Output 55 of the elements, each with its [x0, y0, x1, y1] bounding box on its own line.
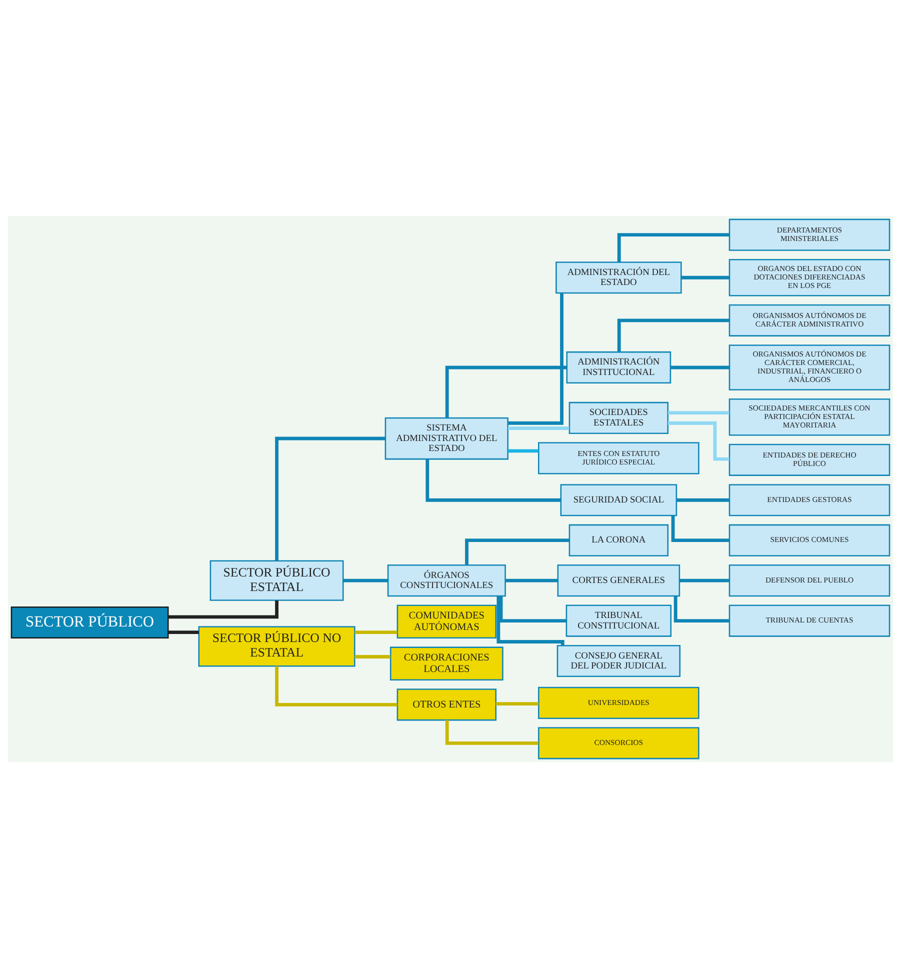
connector — [671, 515, 730, 542]
node-box: ADMINISTRACIÓN DEL ESTADO — [556, 261, 682, 294]
connector — [681, 275, 730, 279]
node-box: ORGANOS DEL ESTADO CON DOTACIONES DIFERENCIADAS EN LOS PGE — [728, 258, 890, 296]
connector — [617, 232, 730, 262]
connector — [680, 578, 730, 582]
connector — [508, 426, 570, 430]
connector — [496, 702, 538, 706]
node-box: SECTOR PÚBLICO NO ESTATAL — [198, 626, 356, 666]
connector — [668, 410, 730, 414]
node-box: COMUNIDADES AUTÓNOMAS — [396, 604, 496, 638]
node-box: SOCIEDADES ESTATALES — [568, 401, 669, 434]
node-box: CONSEJO GENERAL DEL PODER JUDICIAL — [556, 644, 680, 677]
node-box: CORTES GENERALES — [557, 564, 680, 596]
node-box: ÓRGANOS CONSTITUCIONALES — [387, 564, 506, 596]
connector — [508, 292, 564, 424]
node-box: SECTOR PÚBLICO — [10, 606, 169, 638]
connector — [674, 596, 730, 622]
node-box: TRIBUNAL DE CUENTAS — [728, 604, 890, 636]
connector — [508, 448, 538, 452]
connector — [445, 720, 538, 744]
node-box: SERVICIOS COMUNES — [728, 524, 890, 556]
connector — [168, 630, 199, 634]
connector — [505, 578, 558, 582]
node-box: ENTIDADES GESTORAS — [728, 484, 890, 516]
node-box: LA CORONA — [568, 524, 669, 556]
node-box: SISTEMA ADMINISTRATIVO DEL ESTADO — [384, 416, 508, 460]
connector — [343, 578, 388, 582]
node-box: ORGANISMOS AUTÓNOMOS DE CARÁCTER COMERCIAL, INDUSTRIAL, FINANCIERO O ANÁLOGOS — [728, 344, 890, 390]
node-box: DEPARTAMENTOS MINISTERIALES — [728, 218, 890, 250]
connector — [617, 318, 730, 352]
node-box: CORPORACIONES LOCALES — [390, 646, 504, 680]
node-box: OTROS ENTES — [396, 688, 496, 720]
node-box: SECTOR PÚBLICO ESTATAL — [210, 560, 344, 600]
connector — [275, 436, 386, 560]
connector — [354, 654, 390, 658]
node-box: DEFENSOR DEL PUEBLO — [728, 564, 890, 596]
node-box: UNIVERSIDADES — [538, 686, 700, 718]
node-box: TRIBUNAL CONSTITUCIONAL — [566, 604, 672, 636]
connector — [275, 666, 398, 706]
connector — [668, 420, 730, 460]
node-box: ENTES CON ESTATUTO JURÍDICO ESPECIAL — [538, 442, 700, 474]
connector — [354, 630, 398, 634]
node-box: ADMINISTRACIÓN INSTITUCIONAL — [566, 350, 672, 384]
connector — [670, 365, 730, 369]
connector — [426, 458, 561, 502]
connector — [499, 596, 566, 622]
node-box: SEGURIDAD SOCIAL — [560, 484, 678, 516]
node-box: ORGANISMOS AUTÓNOMOS DE CARÁCTER ADMINISTRATIVO — [728, 304, 890, 336]
node-box: SOCIEDADES MERCANTILES CON PARTICIPACIÓN ESTATAL MAYORITARIA — [728, 398, 890, 436]
node-box: CONSORCIOS — [538, 726, 700, 759]
node-box: ENTIDADES DE DERECHO PÚBLICO — [728, 443, 890, 476]
connector — [465, 538, 570, 565]
connector — [676, 498, 730, 502]
connector — [445, 365, 567, 418]
